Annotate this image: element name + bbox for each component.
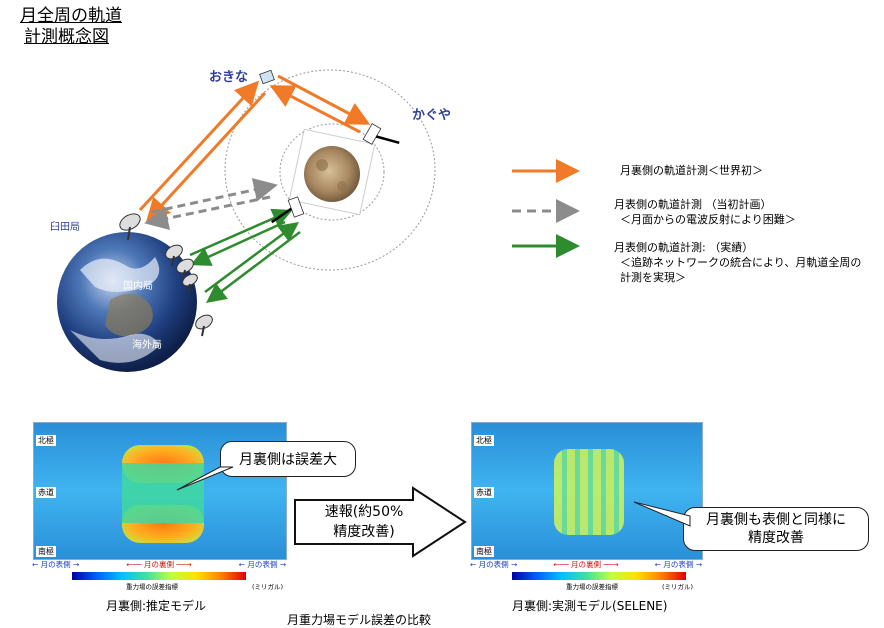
- left-colorbar-label: 重力場の誤差指標: [126, 583, 178, 591]
- legend-text-3: 月表側の軌道計測: （実績） ＜追跡ネットワークの統合により、月軌道全周の 計測…: [614, 240, 861, 285]
- right-callout: 月裏側も表側と同様に 精度改善: [683, 507, 869, 551]
- gray-arrow-out: [151, 178, 278, 214]
- left-colorbar: [72, 572, 246, 580]
- right-map-axis: ← 月の表側 → ←── 月の裏側 ──→ ← 月の表側 →: [470, 559, 702, 570]
- tick-equator: 赤道: [36, 487, 56, 498]
- right-callout-pointer: [633, 501, 691, 527]
- title-line1: 月全周の軌道: [20, 6, 122, 26]
- axis-far-side: ←── 月の裏側 ──→: [553, 560, 619, 569]
- label-usuda: 臼田局: [50, 222, 80, 233]
- antenna-icon: [176, 258, 194, 281]
- axis-near-side: ← 月の表側 →: [470, 560, 518, 569]
- legend-line: ＜月面からの電波反射により困難＞: [620, 213, 796, 226]
- right-caption: 月裏側:実測モデル(SELENE): [512, 599, 668, 613]
- improvement-arrow: [294, 486, 467, 558]
- right-callout-line1: 月裏側も表側と同様に: [706, 512, 846, 528]
- gray-arrow-back: [144, 195, 271, 231]
- legend-line: 月裏側の軌道計測＜世界初＞: [620, 164, 763, 177]
- tick-north: 北極: [474, 435, 494, 446]
- label-kaguya: かぐや: [412, 108, 452, 123]
- left-colorbar-unit: (ミリガル): [252, 583, 284, 591]
- axis-near-side: ← 月の表側 →: [238, 560, 286, 569]
- tick-equator: 赤道: [474, 487, 494, 498]
- label-overseas: 海外局: [132, 340, 162, 351]
- right-callout-line2: 精度改善: [748, 530, 804, 546]
- satellite-icon: [271, 196, 305, 224]
- orange-arrow-okina-usuda: [145, 91, 267, 223]
- tick-south: 南極: [474, 546, 494, 557]
- antenna-icon: [182, 273, 198, 293]
- right-colorbar: [512, 572, 686, 580]
- antenna-icon: [165, 244, 183, 267]
- label-domestic: 国内局: [123, 281, 153, 292]
- earth-cloud: [70, 330, 160, 363]
- axis-far-side: ←── 月の裏側 ──→: [126, 560, 192, 569]
- tick-north: 北極: [36, 435, 56, 446]
- right-colorbar-unit: (ミリガル): [662, 583, 694, 591]
- left-caption: 月裏側:推定モデル: [106, 599, 207, 613]
- satellite-icon: [362, 123, 400, 145]
- left-map-band: [122, 463, 204, 523]
- legend-line: 月表側の軌道計測 （当初計画）: [614, 198, 772, 211]
- moon-image: [304, 146, 360, 202]
- orange-arrow-okina-kaguya: [277, 74, 371, 125]
- satellite-icon: [259, 69, 275, 85]
- legend-line: 月表側の軌道計測: （実績）: [614, 241, 754, 254]
- right-map-anomaly: [554, 449, 624, 535]
- green-arrow-4: [206, 231, 301, 304]
- green-arrow-2: [190, 220, 286, 266]
- improvement-arrow-text: 速報(約50% 精度改善): [304, 502, 424, 542]
- orange-arrow-kaguya-okina: [269, 85, 361, 134]
- green-arrow-3: [204, 222, 300, 294]
- okina-orbit: [224, 69, 436, 271]
- left-gravity-map: 北極 赤道 南極: [33, 422, 287, 560]
- earth-cloud: [80, 257, 160, 292]
- axis-near-side: ← 月の表側 →: [654, 560, 702, 569]
- moon-crater: [337, 181, 347, 191]
- left-callout: 月裏側は誤差大: [220, 441, 356, 477]
- left-map-axis: ← 月の表側 → ←── 月の裏側 ──→ ← 月の表側 →: [32, 559, 286, 570]
- legend-line: ＜追跡ネットワークの統合により、月軌道全周の: [620, 256, 862, 269]
- diagram-title: 月全周の軌道 計測概念図: [20, 6, 122, 48]
- earth-land: [105, 293, 153, 337]
- orbit-diagram: [57, 69, 580, 372]
- left-callout-pointer: [176, 466, 234, 491]
- green-arrow-1: [189, 208, 293, 257]
- moon-crater: [316, 159, 328, 171]
- tick-south: 南極: [36, 546, 56, 557]
- label-okina: おきな: [209, 70, 249, 85]
- arrow-text-line2: 精度改善): [333, 524, 395, 540]
- antenna-icon: [119, 213, 141, 241]
- orange-arrow-usuda-okina: [138, 80, 260, 212]
- right-gravity-map: 北極 赤道 南極: [471, 422, 703, 560]
- title-line2: 計測概念図: [24, 27, 109, 47]
- right-colorbar-label: 重力場の誤差指標: [566, 583, 618, 591]
- comparison-caption: 月重力場モデル誤差の比較: [287, 613, 432, 627]
- kaguya-orbit: [279, 123, 385, 221]
- arrow-text-line1: 速報(約50%: [324, 504, 404, 520]
- legend-text-1: 月裏側の軌道計測＜世界初＞: [620, 163, 763, 178]
- axis-near-side: ← 月の表側 →: [32, 560, 80, 569]
- legend-text-2: 月表側の軌道計測 （当初計画） ＜月面からの電波反射により困難＞: [614, 197, 796, 227]
- antenna-icon: [195, 314, 213, 337]
- legend-line: 計測を実現＞: [620, 271, 686, 284]
